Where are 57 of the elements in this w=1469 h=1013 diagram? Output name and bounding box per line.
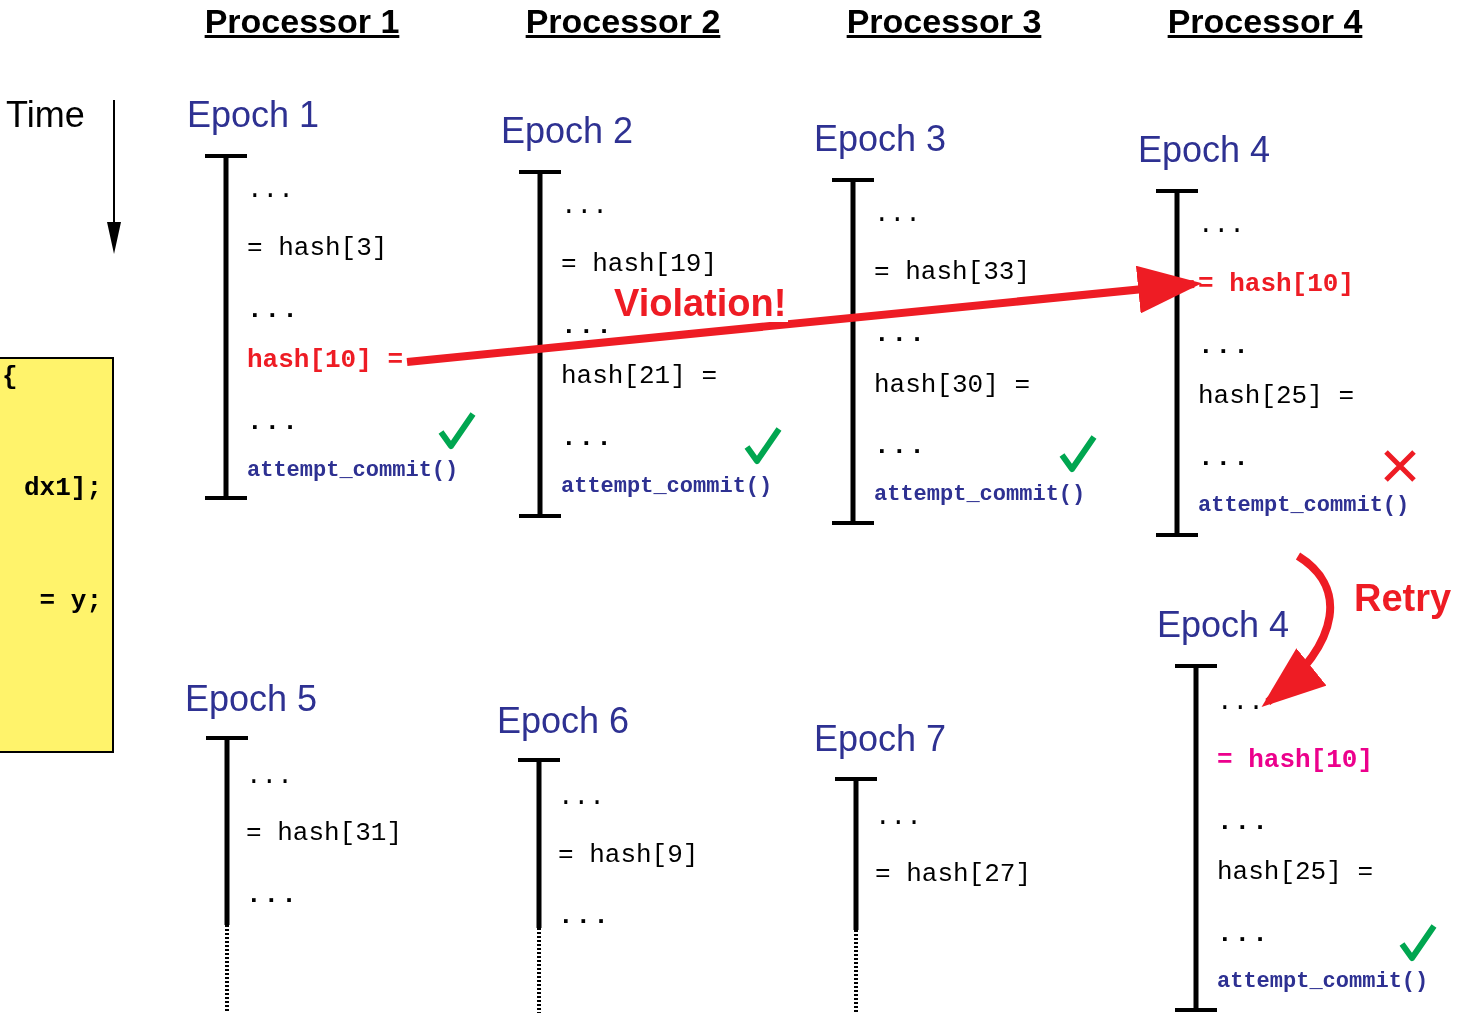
epoch-title: Epoch 4 [1157,603,1290,647]
code-line: = hash[10] [1198,267,1355,301]
epoch-title: Epoch 6 [497,699,630,743]
code-line: ... [1217,685,1264,719]
code-line: ... [246,878,299,912]
code-line: hash[21] = [561,359,718,393]
epoch-title: Epoch 4 [1138,128,1271,172]
code-line: ... [1198,441,1251,475]
code-line: ... [558,780,605,814]
epoch-title: Epoch 2 [501,109,634,153]
code-line: ... [247,405,300,439]
code-line: ... [874,317,927,351]
code-line: = hash[10] [1217,743,1374,777]
code-line: ... [247,173,294,207]
code-line: ... [561,309,614,343]
code-line: hash[10] = [247,343,404,377]
code-text: { [2,361,18,394]
code-line: attempt_commit() [874,478,1086,512]
code-line: ... [558,899,611,933]
code-line: ... [874,429,927,463]
epoch-title: Epoch 7 [814,717,947,761]
code-line: ... [1198,329,1251,363]
code-line: ... [1217,917,1270,951]
code-line: = hash[27] [875,857,1032,891]
code-line: hash[30] = [874,368,1031,402]
code-text: = y; [39,585,102,618]
code-line: ... [1217,805,1270,839]
code-line: hash[25] = [1217,855,1374,889]
code-line: ... [1198,208,1245,242]
code-line: ... [874,197,921,231]
column-heading: Processor 1 [203,1,401,42]
code-line: attempt_commit() [1217,965,1429,999]
column-heading: Processor 4 [1166,1,1364,42]
code-line: = hash[19] [561,247,718,281]
code-line: ... [561,421,614,455]
epoch-title: Epoch 1 [187,93,320,137]
column-heading: Processor 3 [845,1,1043,42]
code-line: = hash[31] [246,816,403,850]
code-line: attempt_commit() [247,454,459,488]
code-line: = hash[3] [247,231,388,265]
arrow [1261,552,1334,708]
code-line: = hash[9] [558,838,699,872]
code-line: attempt_commit() [561,470,773,504]
code-line: ... [247,293,300,327]
code-line: ... [561,189,608,223]
code-line: ... [246,759,293,793]
code-line: attempt_commit() [1198,489,1410,523]
arrow [406,265,1202,366]
code-line: ... [875,800,922,834]
axis-label: Time [6,94,85,136]
column-heading: Processor 2 [524,1,722,42]
code-line: hash[25] = [1198,379,1355,413]
epoch-title: Epoch 3 [814,117,947,161]
code-text: dx1]; [24,472,102,505]
epoch-title: Epoch 5 [185,677,318,721]
code-box [0,357,114,753]
code-line: = hash[33] [874,255,1031,289]
